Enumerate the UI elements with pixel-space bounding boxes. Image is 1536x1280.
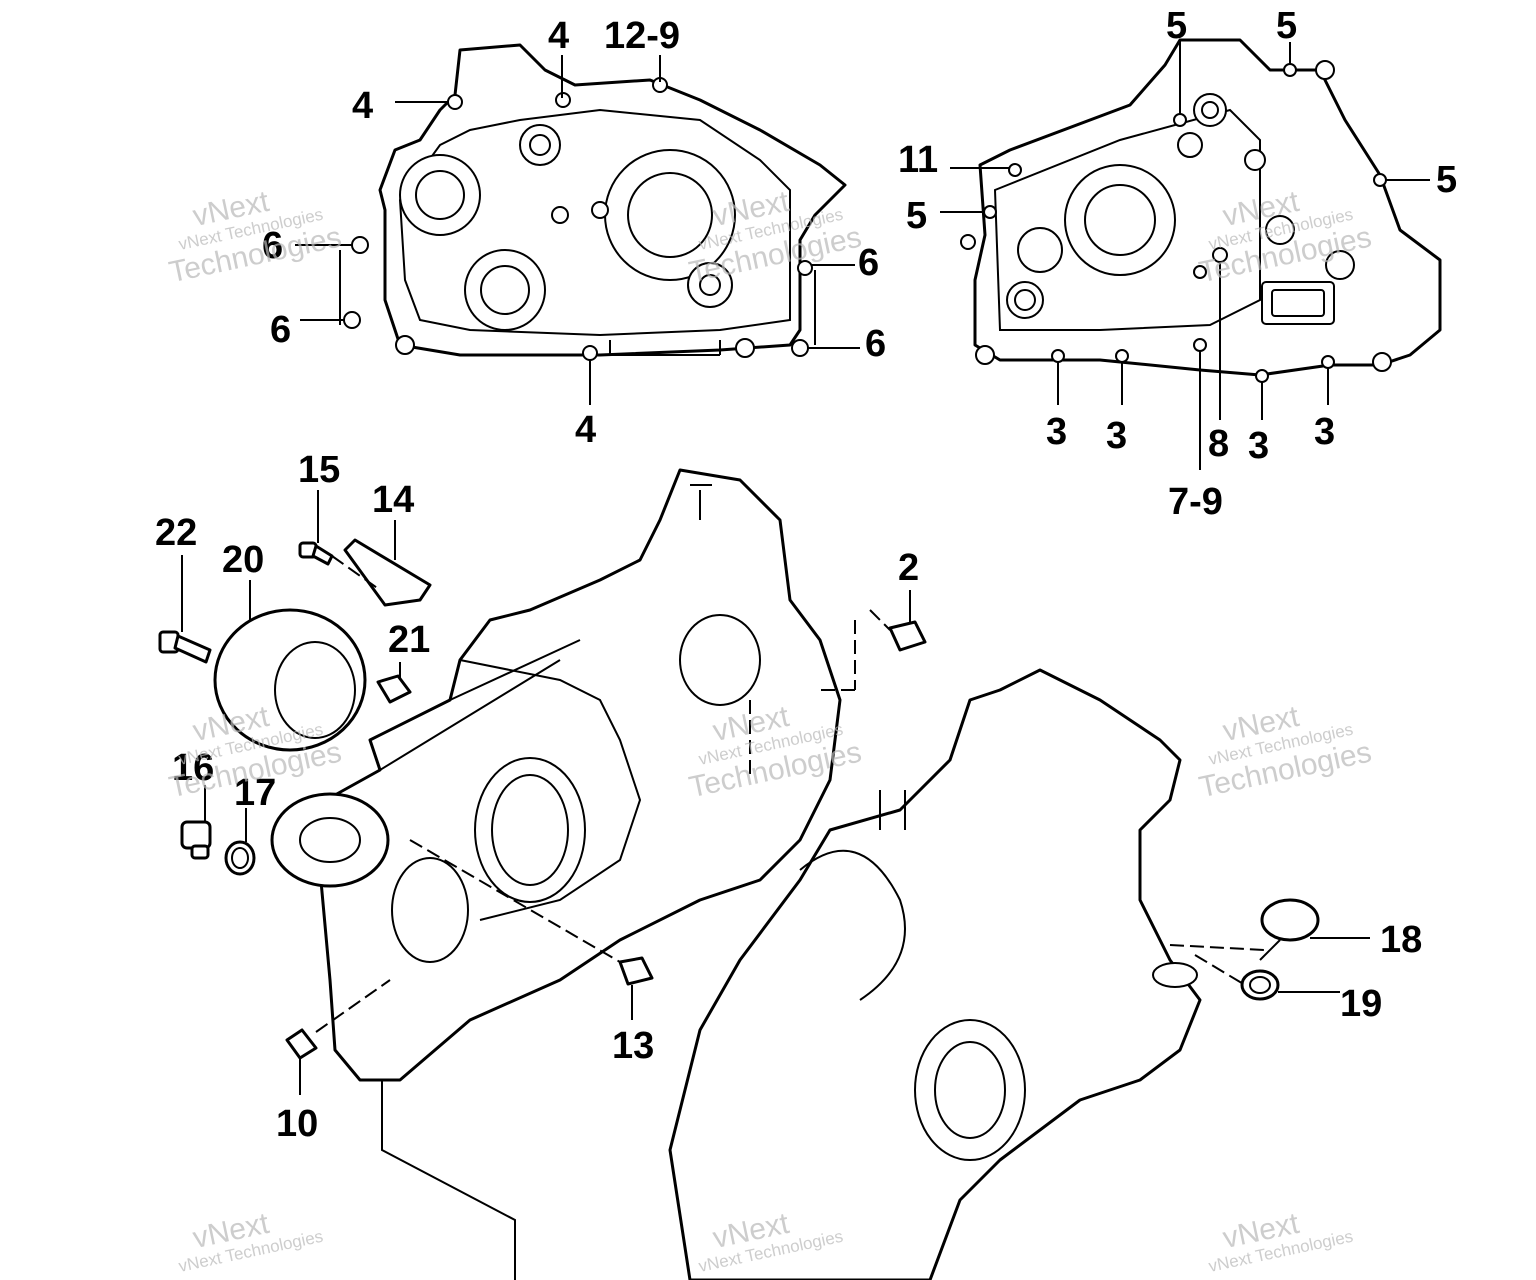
bracket-part-14 (343, 538, 432, 607)
callout-16: 16 (172, 747, 214, 789)
callout-8: 8 (1208, 423, 1229, 465)
callout-7-9: 7-9 (1168, 481, 1223, 523)
front-crankcase-half (270, 468, 842, 1082)
callout-6: 6 (262, 225, 283, 267)
callout-15: 15 (298, 449, 340, 491)
right-crankcase-half-view (960, 38, 1442, 383)
dowel-part-2 (888, 620, 927, 652)
watermark-middle-left: vNext vNext Technologies Technologies (166, 700, 344, 805)
callout-10: 10 (276, 1103, 318, 1145)
callout-3: 3 (1106, 415, 1127, 457)
callout-3: 3 (1046, 411, 1067, 453)
bolt-part-22 (158, 630, 212, 664)
callout-17: 17 (234, 772, 276, 814)
oil-filler-cap-part-18 (1259, 898, 1320, 961)
watermark-top-left: vNext vNext Technologies Technologies (166, 185, 344, 290)
callout-6: 6 (270, 309, 291, 351)
callout-labels: 4 4 12-9 6 6 6 6 4 5 5 11 5 5 3 3 8 3 3 … (155, 5, 1457, 1145)
callout-19: 19 (1340, 983, 1382, 1025)
callout-5: 5 (1436, 159, 1457, 201)
callout-12-9: 12-9 (604, 15, 680, 57)
callout-21: 21 (388, 619, 430, 661)
left-crankcase-half-view (339, 43, 847, 361)
nozzle-part-10 (285, 1028, 318, 1060)
washer-part-17 (224, 840, 256, 876)
callout-3: 3 (1314, 411, 1335, 453)
watermark-bottom-left: vNext vNext Technologies (177, 1207, 325, 1276)
dowel-part-13 (618, 956, 654, 986)
callout-5: 5 (906, 195, 927, 237)
callout-5: 5 (1276, 5, 1297, 47)
callout-4: 4 (548, 15, 569, 57)
callout-14: 14 (372, 479, 414, 521)
callout-2: 2 (898, 547, 919, 589)
callout-6: 6 (858, 242, 879, 284)
callout-11: 11 (898, 139, 938, 181)
dowel-part-21 (376, 674, 412, 704)
leader-lines (181, 40, 1430, 1280)
cylinder-head-cover-part-20 (213, 608, 367, 752)
o-ring-part-19 (1240, 969, 1280, 1001)
rear-crankcase-half (668, 668, 1202, 1280)
drain-plug-part-16 (180, 820, 212, 860)
watermark-middle-right: vNext vNext Technologies Technologies (1196, 700, 1374, 805)
callout-5: 5 (1166, 5, 1187, 47)
bolt-part-15 (298, 541, 334, 566)
callout-20: 20 (222, 539, 264, 581)
callout-3: 3 (1248, 425, 1269, 467)
callout-4: 4 (575, 409, 596, 451)
callout-13: 13 (612, 1025, 654, 1067)
callout-4: 4 (352, 85, 373, 127)
callout-22: 22 (155, 512, 197, 554)
watermark-bottom-right: vNext vNext Technologies (1207, 1207, 1355, 1276)
callout-18: 18 (1380, 919, 1422, 961)
callout-6: 6 (865, 323, 886, 365)
